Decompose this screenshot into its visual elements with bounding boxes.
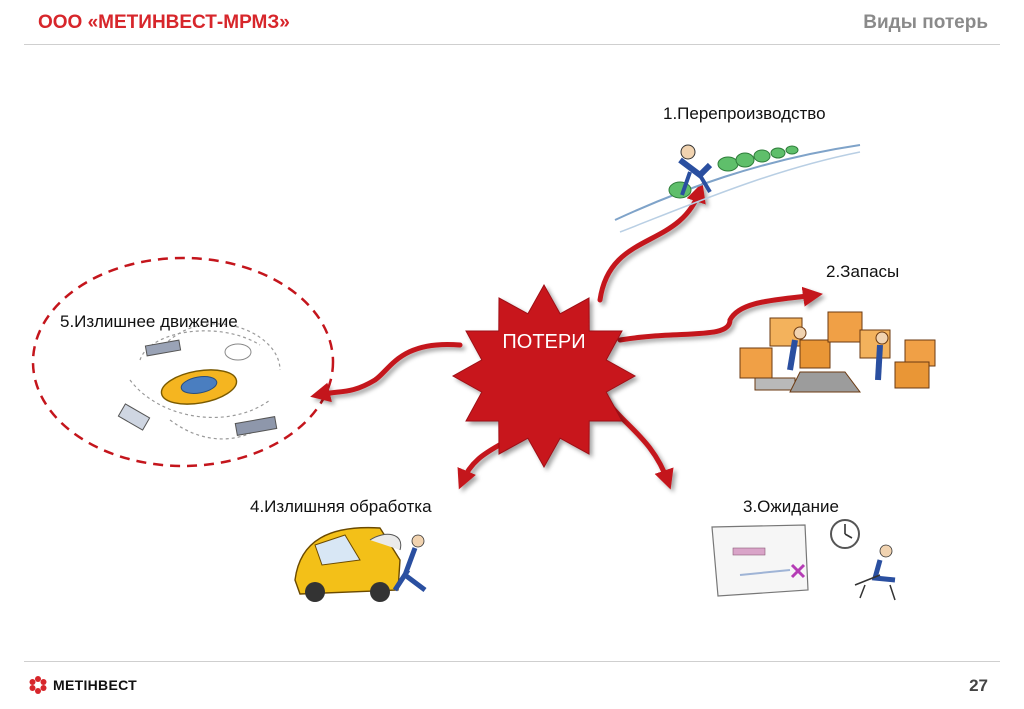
logo-text: МЕТІНВЕСТ [53,677,138,693]
branch-label-motion: 5.Излишнее движение [60,312,238,331]
company-name: ООО «МЕТИНВЕСТ-МРМЗ» [38,12,290,33]
arrow-inventory [617,286,823,343]
slide-title: Виды потерь [863,12,988,33]
motion-paths-illustration [117,323,281,440]
center-label-losses: ПОТЕРИ [502,331,586,353]
branch-label-waiting: 3.Ожидание [743,497,839,516]
losses-star [451,283,637,469]
branch-label-inventory: 2.Запасы [826,262,900,281]
arrow-motion [310,341,463,403]
inventory-boxes-illustration [739,311,936,393]
metinvest-logo-icon [29,676,47,694]
company-logo: МЕТІНВЕСТ [28,675,137,695]
header-divider [24,44,1000,45]
page-number: 27 [969,676,988,695]
branch-label-overprocessing: 4.Излишняя обработка [250,497,432,516]
arrow-overproduction [597,182,706,303]
branch-label-overproduction: 1.Перепроизводство [663,104,826,123]
footer-divider [24,661,1000,662]
overprocessing-car-illustration [294,526,427,602]
highlight-dashed-ellipse [31,256,335,468]
overproduction-illustration [614,144,861,233]
waiting-clock-illustration [711,519,896,601]
